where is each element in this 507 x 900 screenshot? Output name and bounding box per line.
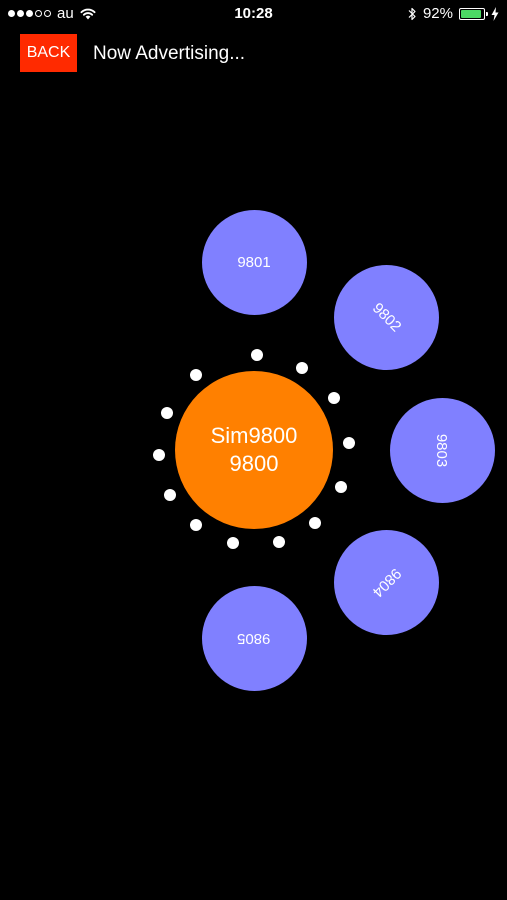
back-button[interactable]: BACK [20,34,77,72]
signal-dot [8,10,15,17]
page-title: Now Advertising... [93,43,246,64]
ring-dot [251,349,264,362]
battery-level-fill [461,9,482,18]
ring-dot [309,516,322,529]
battery-icon [459,7,488,20]
ring-dot [272,535,285,548]
ring-dot [153,448,166,461]
peer-label: 9803 [433,433,451,467]
peer-circle-9804[interactable]: 9804 [334,530,440,636]
peer-label: 9805 [237,629,271,647]
ring-dot [226,536,239,549]
ring-dot [164,488,177,501]
signal-dot [17,10,24,17]
ring-dot [327,392,340,405]
ring-dot [160,406,173,419]
signal-dot [35,10,42,17]
ring-dot [189,518,202,531]
own-device-circle: Sim9800 9800 [175,371,333,529]
carrier-label: au [57,5,74,22]
device-id: 9800 [229,451,279,476]
battery-percent: 92% [422,5,453,22]
battery-tip [486,11,488,16]
ring-dot [342,437,355,450]
peer-circle-9803[interactable]: 9803 [389,397,495,503]
ring-dot [335,481,348,494]
bluetooth-icon [408,7,416,20]
peer-circle-9805[interactable]: 9805 [201,585,307,691]
status-right: 92% [407,5,499,22]
peer-label: 9802 [369,299,405,335]
wifi-icon [80,8,96,19]
peer-circle-9801[interactable]: 9801 [201,209,307,315]
peer-circle-9802[interactable]: 9802 [334,264,440,370]
peer-label: 9804 [369,565,405,601]
device-name: Sim9800 [210,423,298,448]
ring-dot [295,361,308,374]
status-bar: au 10:28 92% [0,0,507,28]
signal-strength-icon [8,10,51,17]
charging-icon [491,6,499,21]
peer-label: 9801 [237,253,271,271]
ring-dot [189,369,202,382]
status-time: 10:28 [234,5,273,22]
signal-dot [26,10,33,17]
status-left: au [8,5,96,22]
signal-dot [44,10,51,17]
